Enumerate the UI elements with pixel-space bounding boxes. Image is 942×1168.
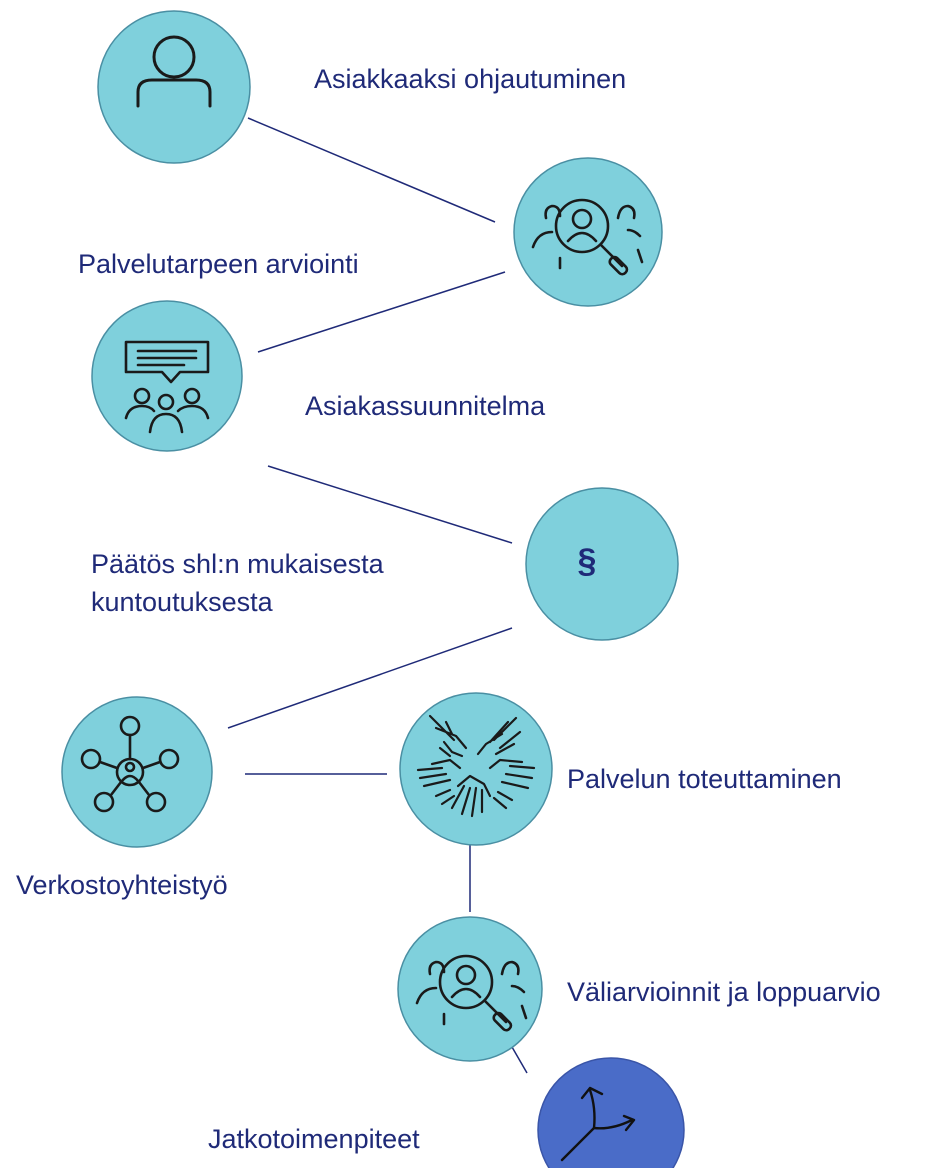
node-service-need-assessment <box>513 157 663 307</box>
step-label-service-need-assessment: Palvelutarpeen arviointi <box>78 249 359 279</box>
section-symbol-icon: § <box>577 542 597 580</box>
step-label-client-referral: Asiakkaaksi ohjautuminen <box>314 64 627 94</box>
node-network-collaboration <box>61 696 213 848</box>
step-label-interim-final-assessment: Väliarvioinnit ja loppuarvio <box>567 977 881 1007</box>
split-arrows-icon <box>560 1086 636 1162</box>
connectors <box>227 117 528 1074</box>
connector-1-2 <box>247 117 496 223</box>
node-client-referral <box>97 10 251 164</box>
person-icon <box>136 35 212 108</box>
step-label-follow-up: Jatkotoimenpiteet <box>208 1124 420 1154</box>
step-label-decision: Päätös shl:n mukaisesta kuntoutuksesta <box>91 545 384 621</box>
connector-7-8 <box>511 1046 528 1074</box>
step-label-client-plan: Asiakassuunnitelma <box>305 391 546 421</box>
network-icon <box>80 715 180 813</box>
connector-3-4 <box>267 465 513 544</box>
meeting-speech-icon <box>124 340 210 434</box>
node-client-plan <box>91 300 243 452</box>
step-label-decision-line-1: Päätös shl:n mukaisesta <box>91 549 384 579</box>
node-decision <box>525 487 679 641</box>
connector-4-5 <box>227 627 513 729</box>
assessment-search-icon <box>531 198 644 276</box>
step-label-service-implementation: Palvelun toteuttaminen <box>567 764 842 794</box>
node-follow-up <box>537 1057 685 1168</box>
assessment-search-icon <box>415 954 528 1032</box>
joined-hands-icon <box>416 714 536 818</box>
step-label-network-collaboration: Verkostoyhteistyö <box>16 870 228 900</box>
connector-2-3 <box>257 271 506 353</box>
step-label-decision-line-2: kuntoutuksesta <box>91 587 273 617</box>
node-service-implementation <box>399 692 553 846</box>
node-interim-final-assessment <box>397 916 543 1062</box>
